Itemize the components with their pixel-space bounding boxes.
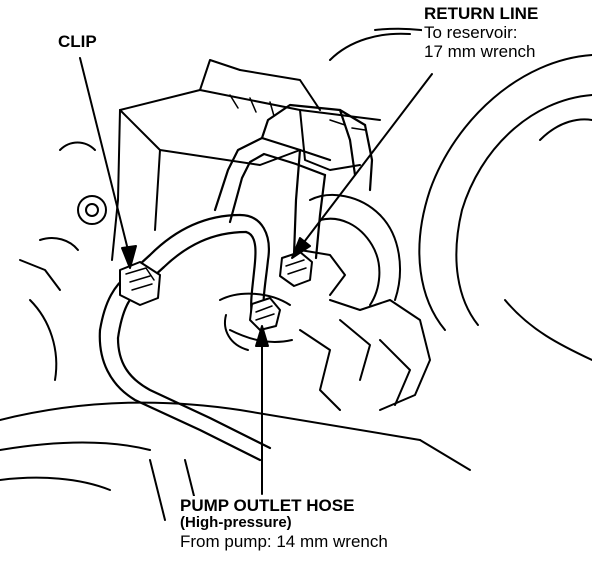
return-leader-line [297,73,433,251]
pump-outlet-pressure: (High-pressure) [180,514,292,532]
return-line-title: RETURN LINE [424,4,539,23]
leader-arrows [79,57,433,495]
pulley-housing [329,27,592,361]
clip-arrow-icon [121,245,137,269]
engine-block [111,59,431,411]
pump-outlet-wrench: From pump: 14 mm wrench [180,531,388,551]
bolt [39,141,107,251]
pump-outlet-fitting [249,297,281,331]
clip-part [119,261,161,306]
return-arrow-icon [291,237,311,259]
return-line-destination: To reservoir: [424,23,518,43]
return-line-wrench: 17 mm wrench [424,42,536,62]
lower-frame [0,259,471,521]
clip-label: CLIP [56,32,99,52]
pump-outlet-title: PUMP OUTLET HOSE [180,496,355,515]
return-line-label: RETURN LINE To reservoir: 17 mm wrench [422,4,541,62]
pump-outlet-label: PUMP OUTLET HOSE (High-pressure) From pu… [178,496,390,551]
hoses [98,103,374,462]
clip-leader-line [79,57,131,259]
return-fitting [279,251,313,287]
pump-arrow-icon [255,325,269,347]
